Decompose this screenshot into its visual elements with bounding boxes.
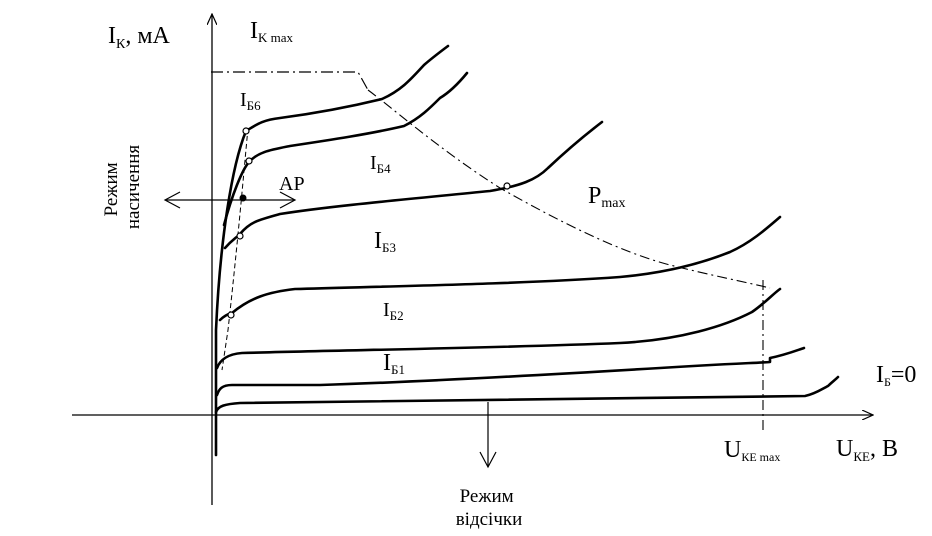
cutoff-label-line1: Режим (460, 486, 514, 507)
pmax-point (503, 182, 511, 190)
cutoff-region-label: Режим відсічки (456, 486, 523, 530)
boundary-point-ib4 (236, 232, 244, 240)
boundary-point-ib5 (245, 157, 253, 165)
curve-label-ib3: IБ3 (374, 228, 396, 255)
curve-ib0 (214, 375, 840, 414)
x-axis-label: UКЕ, В (836, 436, 898, 464)
ik-max-label: IK max (250, 18, 294, 45)
curve-ib5 (222, 71, 469, 227)
saturation-arrow-right-head (279, 191, 297, 209)
pmax-label: Pmax (588, 183, 625, 211)
curve-label-ib1: IБ1 (383, 350, 405, 377)
cutoff-arrow-head (479, 451, 497, 469)
uke-max-label: UКЕ max (724, 437, 780, 464)
ap-label: AP (279, 173, 305, 195)
curve-label-ib4: IБ4 (370, 152, 391, 176)
boundary-point-ib3 (227, 311, 235, 319)
output-curves (214, 44, 840, 457)
cutoff-label-line2: відсічки (456, 509, 523, 530)
curve-label-ib6: IБ6 (240, 89, 261, 113)
curve-label-ib2: IБ2 (383, 299, 404, 323)
pmax-hyperbola (367, 89, 771, 289)
y-axis-label: IК, мА (108, 23, 171, 52)
curve-ib2 (215, 287, 782, 370)
ik-max-line (211, 71, 369, 91)
saturation-region-label: Режим насичення (101, 145, 144, 230)
saturation-arrow-left-head (163, 191, 181, 209)
saturation-label-line2: насичення (123, 145, 144, 230)
boundary-points (227, 127, 511, 319)
boundary-point-ib6 (242, 127, 250, 135)
curve-ib1 (215, 346, 806, 397)
saturation-label-line1: Режим (101, 162, 122, 216)
curve-label-ib0: IБ=0 (876, 362, 916, 389)
curve-ib3 (218, 215, 782, 322)
